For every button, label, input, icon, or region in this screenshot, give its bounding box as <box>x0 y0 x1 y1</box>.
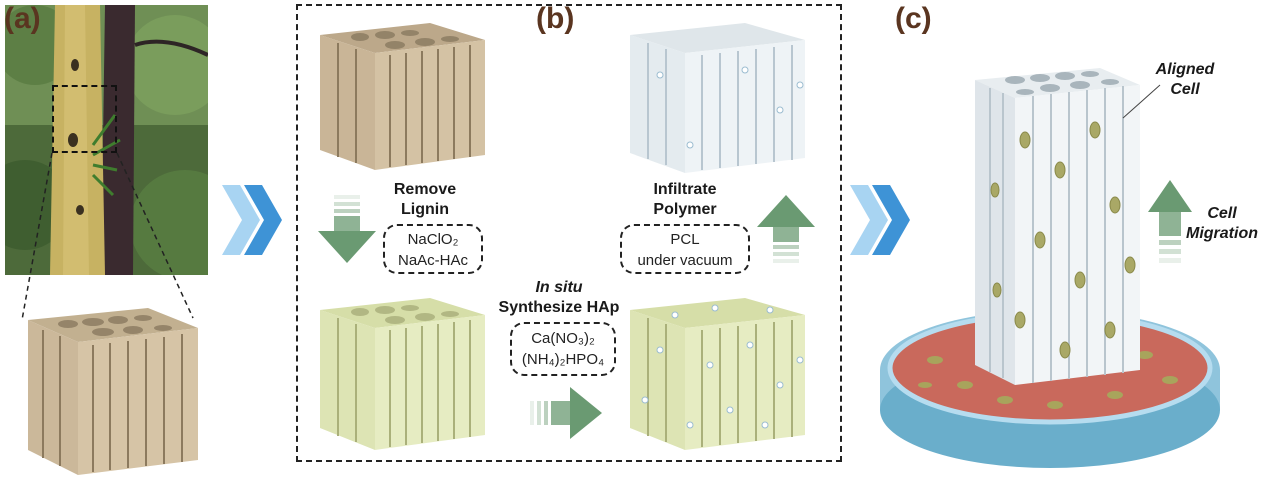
panel-label-b: (b) <box>536 2 575 35</box>
arrow-down-icon <box>318 195 376 263</box>
remove-lignin-line1: Remove <box>393 181 457 198</box>
panel-label-c: (c) <box>895 2 932 35</box>
reagent-naclo2: NaClO₂ <box>407 231 459 248</box>
synthesize-hap-title: In situ Synthesize HAp <box>494 278 624 318</box>
synthesize-hap-line2: Synthesize HAp <box>498 299 620 316</box>
wood-block <box>320 23 485 170</box>
panel-label-a: (a) <box>4 2 41 35</box>
remove-lignin-title: Remove Lignin <box>380 180 470 220</box>
reagent-vacuum: under vacuum <box>637 252 733 269</box>
polymer-infiltrated-block <box>630 23 805 173</box>
chevron-right-icon <box>222 185 282 255</box>
cell-migration-label: Cell Migration <box>1178 204 1266 244</box>
infiltrate-polymer-line2: Polymer <box>653 201 717 218</box>
natural-wood-block <box>28 308 198 475</box>
delignified-block <box>320 298 485 450</box>
aligned-cell-line2: Cell <box>1170 81 1200 98</box>
cell-migration-line1: Cell <box>1207 205 1237 222</box>
reagent-pcl: PCL <box>670 231 700 248</box>
chevron-right-icon <box>850 185 910 255</box>
crop-box <box>52 85 117 153</box>
culture-dish-scaffold <box>880 68 1220 468</box>
reagent-naac-hac: NaAc-HAc <box>397 252 468 269</box>
arrow-up-icon <box>1148 180 1192 263</box>
remove-lignin-reagents: NaClO₂ NaAc-HAc <box>383 224 483 274</box>
aligned-cell-label: Aligned Cell <box>1140 60 1230 100</box>
aligned-cell-line1: Aligned <box>1155 61 1215 78</box>
synthesize-hap-line1: In situ <box>535 279 583 296</box>
cell-migration-line2: Migration <box>1186 225 1258 242</box>
infiltrate-polymer-line1: Infiltrate <box>653 181 717 198</box>
zoom-lines <box>21 152 194 321</box>
arrow-up-icon <box>757 195 815 263</box>
infiltrate-polymer-title: Infiltrate Polymer <box>635 180 735 220</box>
synthesize-hap-reagents: Ca(NO₃)₂ (NH₄)₂HPO₄ <box>510 322 616 376</box>
arrow-right-icon <box>530 387 602 439</box>
tree-photo <box>5 5 208 275</box>
process-frame <box>296 4 842 462</box>
remove-lignin-line2: Lignin <box>401 201 449 218</box>
hap-mineralized-block <box>630 298 805 450</box>
reagent-calcium-nitrate: Ca(NO₃)₂ <box>531 330 595 347</box>
reagent-ammonium-phosphate: (NH₄)₂HPO₄ <box>521 351 605 368</box>
infiltrate-polymer-reagents: PCL under vacuum <box>620 224 750 274</box>
